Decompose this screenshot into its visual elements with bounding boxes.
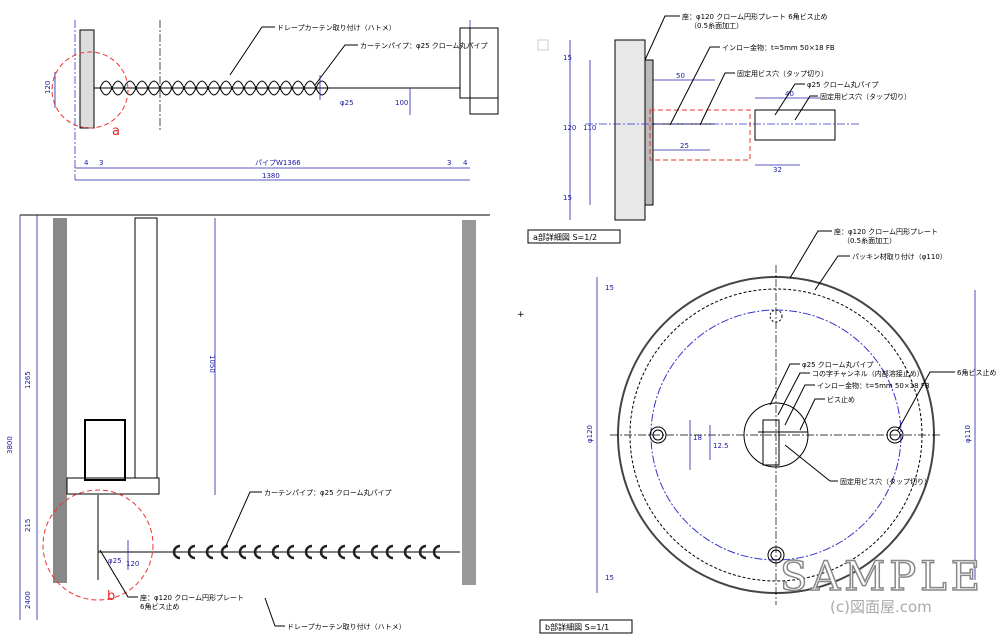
dim-d25: φ25 bbox=[108, 557, 122, 565]
dim-4-left: 4 bbox=[84, 159, 89, 167]
label-a-plate: 座：φ120 クローム円形プレート 6角ビス止め bbox=[682, 12, 828, 21]
label-a-pipe: φ25 クローム丸パイプ bbox=[807, 80, 879, 89]
dim-2400: 2400 bbox=[24, 591, 32, 609]
label-b-plate: 座：φ120 クローム円形プレート bbox=[834, 227, 938, 236]
dim-4-right: 4 bbox=[463, 159, 468, 167]
dim-a-110: 110 bbox=[583, 124, 596, 132]
plate-label-2: 6角ビス止め bbox=[140, 602, 179, 611]
watermark: SAMPLE bbox=[780, 554, 984, 600]
detail-marker-b: b bbox=[107, 589, 115, 604]
dim-a-40: 40 bbox=[785, 90, 794, 98]
curtain-rings bbox=[172, 544, 441, 560]
label-a-screwhole-2: 固定用ビス穴（タップ切り） bbox=[820, 92, 911, 101]
dim-b-15b: 15 bbox=[605, 574, 614, 582]
label-b-spigot: インロー金物：t=5mm 50×18 FB bbox=[817, 381, 930, 390]
label-b-pipe: φ25 クローム丸パイプ bbox=[802, 360, 874, 369]
detail-b: + 15 φ120 18 12.5 φ110 15 座：φ120 クローム円形プ… bbox=[517, 227, 996, 634]
dim-a-15b: 15 bbox=[563, 194, 572, 202]
detail-marker-a: a bbox=[112, 124, 120, 139]
watermark-credit: (c)図面屋.com bbox=[830, 598, 932, 616]
detail-b-title: b部詳細図 S=1/1 bbox=[545, 622, 609, 632]
dim-120b: 120 bbox=[126, 560, 139, 568]
dim-3800: 3800 bbox=[6, 436, 14, 454]
label-b-screw: ビス止め bbox=[827, 395, 855, 404]
label-a-screwhole: 固定用ビス穴（タップ切り） bbox=[737, 69, 828, 78]
pipe-label-elev: カーテンパイプ：φ25 クローム丸パイプ bbox=[264, 488, 392, 497]
detail-a: 15 120 110 15 50 25 40 32 座：φ120 クローム円形プ… bbox=[527, 12, 911, 244]
dim-1380: 1380 bbox=[262, 172, 280, 180]
dim-215: 215 bbox=[24, 519, 32, 532]
label-a-chamfer: （0.5糸面加工） bbox=[690, 21, 743, 30]
dim-b-18: 18 bbox=[693, 434, 702, 442]
dim-b-110: φ110 bbox=[964, 425, 972, 443]
top-plan-view: a ドレープカーテン取り付け（ハトメ） カーテンパイプ：φ25 クローム丸パイプ… bbox=[44, 20, 499, 181]
label-a-spigot: インロー金物：t=5mm 50×18 FB bbox=[722, 43, 835, 52]
dim-b-120: φ120 bbox=[586, 425, 594, 443]
dim-a-25: 25 bbox=[680, 142, 689, 150]
label-b-screwhole: 固定用ビス穴（タップ切り） bbox=[840, 477, 931, 486]
plate-label: 座：φ120 クローム円形プレート bbox=[140, 593, 244, 602]
label-b-chamfer: （0.5糸面加工） bbox=[843, 236, 896, 245]
pipe-label: カーテンパイプ：φ25 クローム丸パイプ bbox=[360, 41, 488, 50]
label-b-channel: コの字チャンネル（内部溶接止め） bbox=[812, 369, 924, 378]
elevation-view: b 3800 1265 1050 215 2400 φ25 120 カーテンパイ… bbox=[6, 214, 490, 631]
label-b-hexscrew: 6角ビス止め bbox=[957, 368, 996, 377]
dim-3-left: 3 bbox=[99, 159, 103, 167]
svg-text:+: + bbox=[517, 310, 525, 320]
dim-b-15: 15 bbox=[605, 284, 614, 292]
dim-pipe-width: パイプW1366 bbox=[255, 159, 301, 167]
label-b-packing: パッキン材取り付け（φ110） bbox=[852, 252, 947, 261]
dim-25: φ25 bbox=[340, 99, 354, 107]
drape-label-elev: ドレープカーテン取り付け（ハトメ） bbox=[287, 622, 406, 631]
dim-a-50: 50 bbox=[676, 72, 685, 80]
dim-a-15: 15 bbox=[563, 54, 572, 62]
dim-120: 120 bbox=[44, 81, 52, 94]
dim-1050: 1050 bbox=[208, 355, 216, 373]
dim-a-32: 32 bbox=[773, 166, 782, 174]
dim-100: 100 bbox=[395, 99, 408, 107]
drape-label: ドレープカーテン取り付け（ハトメ） bbox=[277, 23, 396, 32]
dim-a-120: 120 bbox=[563, 124, 576, 132]
dim-1265: 1265 bbox=[24, 371, 32, 389]
dim-3-right: 3 bbox=[447, 159, 451, 167]
detail-a-title: a部詳細図 S=1/2 bbox=[533, 232, 597, 242]
dim-b-12-5: 12.5 bbox=[713, 442, 729, 450]
